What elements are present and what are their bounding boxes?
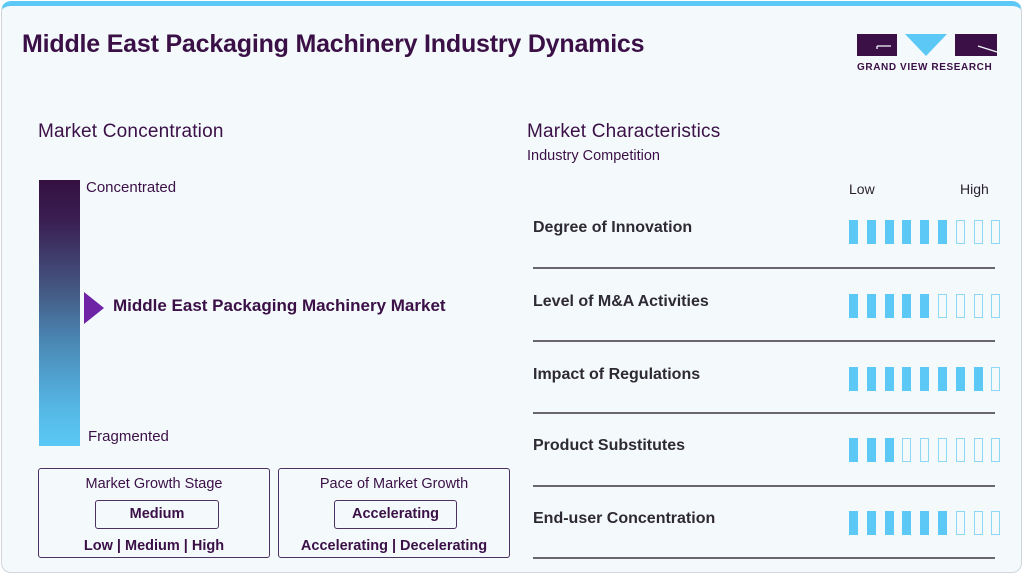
market-position-marker-icon <box>84 292 104 324</box>
industry-competition-subheading: Industry Competition <box>527 148 660 164</box>
meter-segment-filled <box>866 511 876 535</box>
row-divider <box>533 485 995 487</box>
meter-segment-filled <box>884 511 894 535</box>
characteristic-label: Degree of Innovation <box>533 219 693 236</box>
meter-segment-filled <box>866 294 876 318</box>
row-divider <box>533 340 995 342</box>
characteristic-label: Level of M&A Activities <box>533 293 709 310</box>
meter-segment-filled <box>920 220 930 244</box>
meter-segment-filled <box>849 438 858 462</box>
meter-segment-filled <box>866 367 876 391</box>
growth-stage-value: Medium <box>95 500 219 529</box>
meter-segment-empty <box>955 438 965 462</box>
row-divider <box>533 267 995 269</box>
meter-segment-empty <box>991 220 1001 244</box>
market-characteristics-heading: Market Characteristics <box>527 121 721 142</box>
meter-segment-filled <box>973 367 983 391</box>
growth-pace-options: Accelerating | Decelerating <box>300 538 488 554</box>
row-divider <box>533 412 995 414</box>
characteristic-score-meter <box>849 367 1001 391</box>
market-concentration-heading: Market Concentration <box>38 121 224 142</box>
meter-segment-empty <box>920 438 930 462</box>
meter-segment-filled <box>866 438 876 462</box>
meter-segment-filled <box>902 511 912 535</box>
meter-segment-filled <box>884 438 894 462</box>
characteristic-label: Product Substitutes <box>533 437 686 454</box>
meter-segment-filled <box>849 220 858 244</box>
meter-segment-empty <box>973 220 983 244</box>
meter-segment-empty <box>991 367 1001 391</box>
meter-segment-empty <box>991 438 1001 462</box>
meter-segment-empty <box>973 294 983 318</box>
meter-segment-empty <box>937 438 947 462</box>
meter-segment-filled <box>849 367 858 391</box>
fragmented-label: Fragmented <box>88 428 169 445</box>
meter-segment-empty <box>937 294 947 318</box>
meter-segment-filled <box>937 220 947 244</box>
meter-segment-filled <box>902 220 912 244</box>
characteristic-score-meter <box>849 438 1001 462</box>
scale-high-label: High <box>960 181 989 197</box>
pace-of-market-growth-box: Pace of Market Growth Accelerating Accel… <box>278 468 510 558</box>
meter-segment-empty <box>991 294 1001 318</box>
meter-segment-filled <box>866 220 876 244</box>
page-title: Middle East Packaging Machinery Industry… <box>22 30 645 58</box>
meter-segment-filled <box>902 367 912 391</box>
meter-segment-filled <box>849 511 858 535</box>
market-position-label: Middle East Packaging Machinery Market <box>113 296 446 315</box>
growth-pace-value: Accelerating <box>334 500 457 529</box>
meter-segment-filled <box>849 294 858 318</box>
characteristic-score-meter <box>849 220 1001 244</box>
scale-low-label: Low <box>849 181 875 197</box>
characteristic-label: End-user Concentration <box>533 510 716 527</box>
meter-segment-filled <box>884 294 894 318</box>
characteristic-score-meter <box>849 511 1001 535</box>
meter-segment-filled <box>937 511 947 535</box>
meter-segment-empty <box>973 511 983 535</box>
meter-segment-empty <box>955 294 965 318</box>
grand-view-research-logo-icon <box>857 34 998 56</box>
meter-segment-filled <box>884 367 894 391</box>
meter-segment-empty <box>973 438 983 462</box>
concentration-gradient-bar <box>39 180 80 446</box>
characteristic-score-meter <box>849 294 1001 318</box>
meter-segment-empty <box>955 511 965 535</box>
meter-segment-filled <box>920 511 930 535</box>
meter-segment-filled <box>902 294 912 318</box>
meter-segment-filled <box>920 294 930 318</box>
meter-segment-filled <box>884 220 894 244</box>
growth-stage-options: Low | Medium | High <box>83 538 225 554</box>
characteristic-label: Impact of Regulations <box>533 366 701 383</box>
meter-segment-empty <box>955 220 965 244</box>
growth-pace-title: Pace of Market Growth <box>319 476 469 492</box>
meter-segment-empty <box>991 511 1001 535</box>
meter-segment-filled <box>955 367 965 391</box>
market-growth-stage-box: Market Growth Stage Medium Low | Medium … <box>38 468 270 558</box>
concentrated-label: Concentrated <box>86 179 177 196</box>
meter-segment-empty <box>902 438 912 462</box>
logo-text: GRAND VIEW RESEARCH <box>857 62 993 73</box>
growth-stage-title: Market Growth Stage <box>85 476 223 492</box>
meter-segment-filled <box>920 367 930 391</box>
meter-segment-filled <box>937 367 947 391</box>
row-divider <box>533 557 995 559</box>
